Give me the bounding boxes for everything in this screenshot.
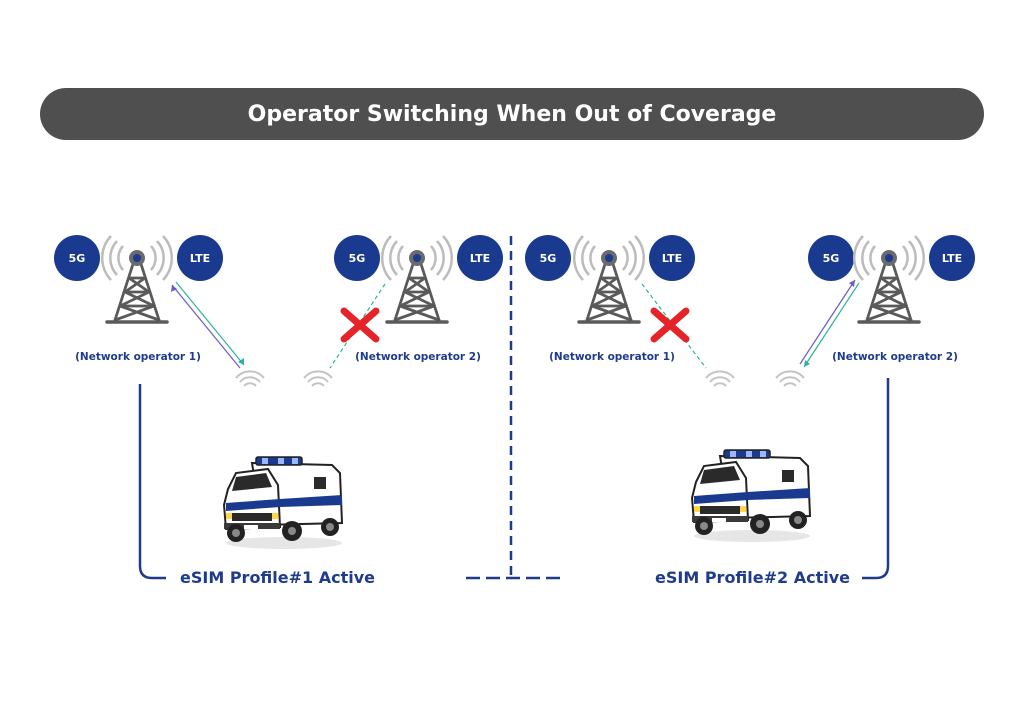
arrow-head bbox=[171, 285, 177, 292]
cell-tower-icon bbox=[380, 234, 454, 324]
badge-lte bbox=[649, 235, 695, 281]
badge-5g-label: 5G bbox=[823, 252, 840, 265]
downlink-line bbox=[803, 282, 860, 368]
cell-tower-icon bbox=[572, 234, 646, 324]
right-signal-lines bbox=[641, 279, 860, 387]
wifi-signal-icon bbox=[775, 370, 805, 387]
ambulance-icon bbox=[223, 456, 343, 550]
badge-lte-label: LTE bbox=[470, 252, 490, 265]
cell-tower-icon bbox=[852, 234, 926, 324]
wifi-signal-icon bbox=[303, 370, 333, 387]
badge-lte bbox=[457, 235, 503, 281]
badge-lte bbox=[929, 235, 975, 281]
uplink-line bbox=[171, 284, 241, 369]
left-operator1-group: 5G LTE (Network operator 1) bbox=[54, 234, 223, 363]
badge-lte-label: LTE bbox=[942, 252, 962, 265]
badge-5g-label: 5G bbox=[69, 252, 86, 265]
left-bracket bbox=[138, 384, 166, 580]
arrow-head bbox=[849, 280, 855, 287]
cell-tower-icon bbox=[100, 234, 174, 324]
wifi-signal-icon bbox=[705, 370, 735, 387]
arrow-head bbox=[804, 360, 810, 367]
cross-mark-icon bbox=[654, 311, 686, 339]
operator-label: (Network operator 2) bbox=[355, 351, 481, 363]
badge-5g bbox=[525, 235, 571, 281]
cross-mark-icon bbox=[344, 311, 376, 339]
wifi-signal-icon bbox=[235, 370, 265, 387]
left-signal-lines bbox=[171, 281, 386, 387]
title-bar: Operator Switching When Out of Coverage bbox=[40, 88, 984, 140]
uplink-line bbox=[799, 279, 856, 365]
badge-lte-label: LTE bbox=[662, 252, 682, 265]
badge-5g-label: 5G bbox=[349, 252, 366, 265]
arrow-head bbox=[238, 358, 244, 365]
profile-label-right: eSIM Profile#2 Active bbox=[655, 568, 850, 587]
ambulance-icon bbox=[691, 449, 811, 543]
operator-label: (Network operator 2) bbox=[832, 351, 958, 363]
operator-label: (Network operator 1) bbox=[75, 351, 201, 363]
badge-lte-label: LTE bbox=[190, 252, 210, 265]
right-operator2-group: 5G LTE (Network operator 2) bbox=[808, 234, 975, 363]
page-title: Operator Switching When Out of Coverage bbox=[247, 101, 777, 127]
badge-5g bbox=[334, 235, 380, 281]
profile-label-left: eSIM Profile#1 Active bbox=[180, 568, 375, 587]
badge-lte bbox=[177, 235, 223, 281]
badge-5g-label: 5G bbox=[540, 252, 557, 265]
operator-label: (Network operator 1) bbox=[549, 351, 675, 363]
left-operator2-group: 5G LTE (Network operator 2) bbox=[334, 234, 503, 363]
badge-5g bbox=[808, 235, 854, 281]
downlink-line bbox=[175, 281, 245, 366]
right-operator1-group: 5G LTE (Network operator 1) bbox=[525, 234, 695, 363]
right-bracket bbox=[862, 378, 890, 580]
badge-5g bbox=[54, 235, 100, 281]
